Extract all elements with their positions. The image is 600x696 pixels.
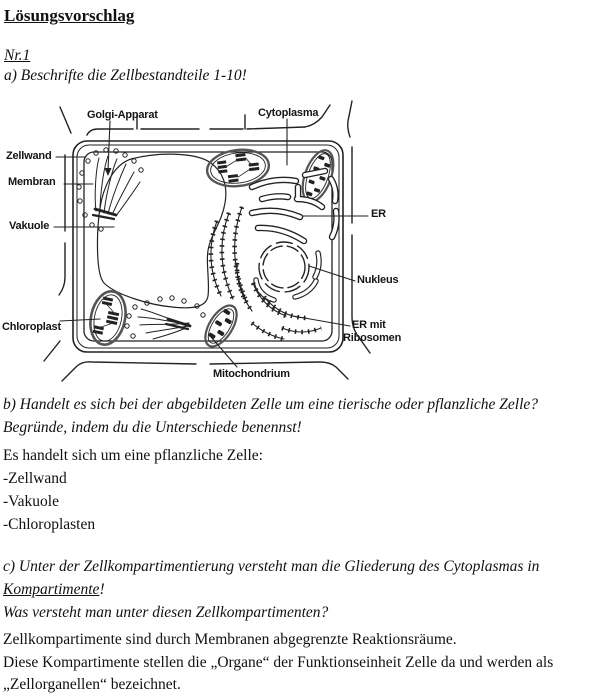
label-er: ER (371, 208, 386, 220)
cell-diagram (43, 100, 371, 382)
answer-c-line2: Diese Kompartimente stellen die „Organe“… (3, 654, 554, 671)
label-vakuole: Vakuole (9, 220, 50, 232)
answer-c-line1: Zellkompartimente sind durch Membranen a… (3, 631, 457, 648)
answer-b-intro: Es handelt sich um eine pflanzliche Zell… (3, 447, 263, 464)
label-membran: Membran (8, 176, 56, 188)
neighbor-cell-walls (43, 100, 371, 382)
chloroplast-top (205, 148, 271, 188)
mitochondrion-shape (204, 304, 238, 348)
label-zellwand: Zellwand (6, 150, 52, 162)
label-er-mit: ER mit (352, 319, 386, 331)
task-c-line1: c) Unter der Zellkompartimentierung vers… (3, 558, 540, 575)
page-title: Lösungsvorschlag (4, 6, 135, 25)
leader-lines (53, 118, 369, 368)
label-cytoplasma: Cytoplasma (258, 107, 319, 119)
label-golgi: Golgi-Apparat (87, 109, 158, 121)
task-c-line2: Kompartimente! (3, 581, 105, 599)
cell-membrane (83, 151, 333, 342)
answer-b-item-2: -Vakuole (3, 493, 59, 510)
golgi-arrowhead (104, 168, 112, 176)
label-ribosomen: Ribosomen (343, 332, 402, 344)
task-c-line3: Was versteht man unter diesen Zellkompar… (3, 604, 329, 621)
label-nukleus: Nukleus (357, 274, 399, 286)
nucleus-shape (253, 241, 322, 303)
label-mitochondrium: Mitochondrium (213, 368, 290, 380)
golgi-bottom (124, 295, 206, 340)
answer-b-item-3: -Chloroplasten (3, 516, 96, 533)
rough-er (208, 206, 322, 342)
chloroplast-shape (89, 290, 127, 346)
cell-wall (72, 140, 344, 353)
task-a-text: a) Beschrifte die Zellbestandteile 1-10! (4, 67, 247, 84)
label-chloroplast: Chloroplast (2, 321, 61, 333)
section-number: Nr.1 (4, 47, 31, 64)
vacuole-shape (96, 153, 227, 309)
smooth-er (248, 167, 340, 245)
task-b-line2: Begründe, indem du die Unterschiede bene… (3, 419, 302, 436)
golgi-apparatus (76, 147, 144, 232)
task-c-underlined-word: Kompartimente (3, 581, 100, 598)
answer-b-item-1: -Zellwand (3, 470, 67, 487)
task-c-suffix: ! (99, 581, 105, 598)
answer-c-line3: „Zellorganellen“ bezeichnet. (3, 676, 181, 693)
task-b-line1: b) Handelt es sich bei der abgebildeten … (3, 396, 539, 413)
